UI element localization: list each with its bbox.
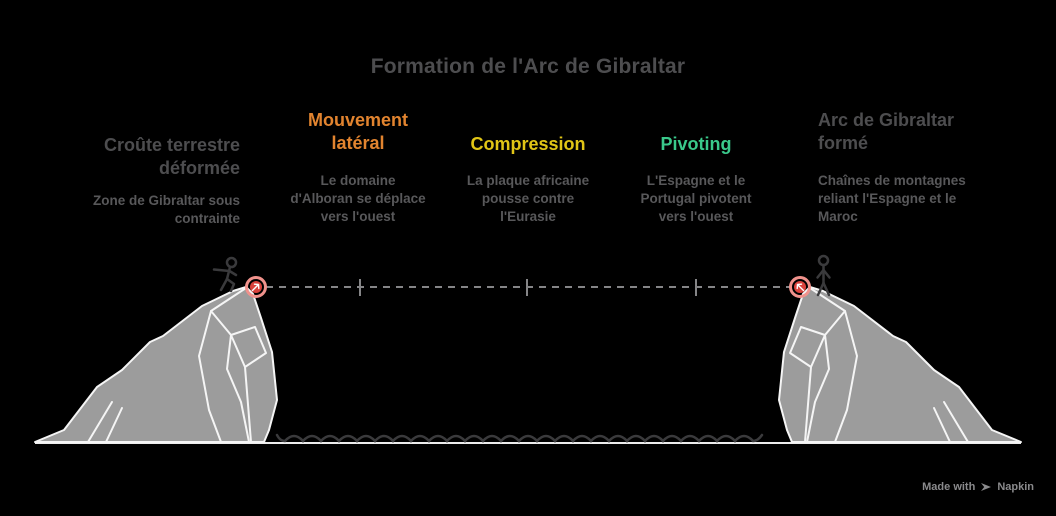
left-marker-icon — [245, 276, 267, 298]
watermark-prefix: Made with — [922, 481, 976, 493]
right-cliff — [778, 286, 1022, 443]
napkin-logo-icon — [981, 483, 992, 491]
right-marker-icon — [789, 276, 811, 298]
stage-heading: Pivoting — [660, 134, 732, 154]
distance-dashed-line — [266, 279, 791, 296]
stage-description: L'Espagne et le Portugal pivotent vers l… — [640, 173, 752, 224]
watermark-brand: Napkin — [997, 481, 1034, 493]
stage-croute-deformee: Croûte terrestre déformée Zone de Gibral… — [68, 134, 240, 228]
stage-heading: Mouvement latéral — [307, 110, 408, 153]
stage-description: Chaînes de montagnes reliant l'Espagne e… — [818, 173, 966, 224]
left-figure-icon — [212, 256, 238, 293]
stage-pivoting: Pivoting L'Espagne et le Portugal pivote… — [621, 133, 771, 226]
page-title: Formation de l'Arc de Gibraltar — [370, 55, 686, 78]
stage-mouvement-lateral: Mouvement latéral Le domaine d'Alboran s… — [283, 109, 433, 226]
stage-compression: Compression La plaque africaine pousse c… — [453, 133, 603, 226]
stage-arc-forme: Arc de Gibraltar formé Chaînes de montag… — [818, 109, 986, 226]
stage-description: Zone de Gibraltar sous contrainte — [92, 193, 240, 226]
stage-description: Le domaine d'Alboran se déplace vers l'o… — [290, 173, 426, 224]
water-wave — [275, 433, 764, 443]
left-cliff — [34, 286, 278, 443]
stage-heading: Croûte terrestre déformée — [103, 135, 240, 178]
stage-heading: Arc de Gibraltar formé — [818, 110, 955, 153]
napkin-watermark: Made with Napkin — [922, 481, 1034, 493]
right-figure-icon — [816, 254, 831, 297]
stage-description: La plaque africaine pousse contre l'Eura… — [466, 173, 590, 224]
stage-heading: Compression — [470, 134, 586, 154]
